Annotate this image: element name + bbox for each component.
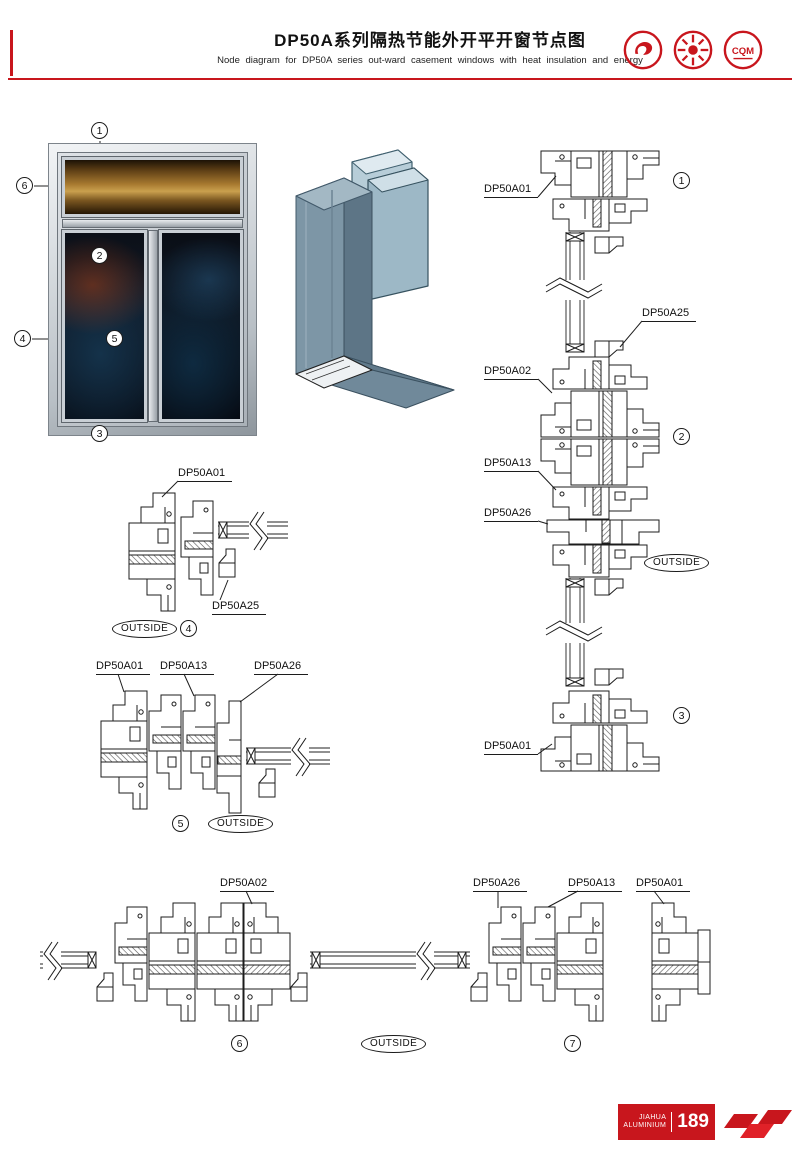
label-bottom-frame: DP50A01 bbox=[484, 740, 538, 755]
photo-callout-1: 1 bbox=[91, 122, 108, 139]
callout-node-5: 5 bbox=[172, 815, 189, 832]
outside-label-hs: OUTSIDE bbox=[361, 1035, 427, 1053]
label-glazing-bead: DP50A25 bbox=[642, 307, 696, 322]
window-rail bbox=[62, 219, 243, 228]
label-d4-frame: DP50A01 bbox=[178, 467, 232, 482]
footer-brand-band: JIAHUA ALUMINIUM 189 bbox=[618, 1104, 715, 1140]
cert-logo-1-icon bbox=[623, 30, 663, 70]
label-d5-frame: DP50A01 bbox=[96, 660, 150, 675]
label-d4-bead: DP50A25 bbox=[212, 600, 266, 615]
footer-brand-line1: JIAHUA bbox=[639, 1114, 667, 1121]
label-adapter: DP50A26 bbox=[484, 507, 538, 522]
footer-divider bbox=[671, 1112, 673, 1132]
label-hs-transom: DP50A02 bbox=[220, 877, 274, 892]
photo-callout-5: 5 bbox=[106, 330, 123, 347]
cert-logo-3-icon: CQM bbox=[723, 30, 763, 70]
vertical-section-drawing bbox=[540, 150, 660, 772]
window-left-sash bbox=[61, 229, 148, 423]
label-transom: DP50A02 bbox=[484, 365, 538, 380]
label-d5-mullion: DP50A13 bbox=[160, 660, 214, 675]
certification-logos: CQM bbox=[622, 29, 764, 71]
callout-node-7: 7 bbox=[564, 1035, 581, 1052]
callout-node-1: 1 bbox=[673, 172, 690, 189]
footer-logo-icon bbox=[724, 1110, 792, 1138]
photo-callout-4: 4 bbox=[14, 330, 31, 347]
photo-callout-2: 2 bbox=[91, 247, 108, 264]
photo-callout-3: 3 bbox=[91, 425, 108, 442]
detail-4-drawing bbox=[128, 492, 288, 612]
footer-brand-line2: ALUMINIUM bbox=[623, 1122, 667, 1129]
label-hs-adapter: DP50A26 bbox=[473, 877, 527, 892]
callout-node-3: 3 bbox=[673, 707, 690, 724]
label-hs-mullion: DP50A13 bbox=[568, 877, 622, 892]
header: DP50A系列隔热节能外开平开窗节点图 Node diagram for DP5… bbox=[150, 26, 710, 66]
label-top-frame: DP50A01 bbox=[484, 183, 538, 198]
outside-label-vertical: OUTSIDE bbox=[644, 554, 710, 572]
callout-node-6: 6 bbox=[231, 1035, 248, 1052]
cert-logo-2-icon bbox=[673, 30, 713, 70]
callout-node-4: 4 bbox=[180, 620, 197, 637]
outside-label-d4: OUTSIDE bbox=[112, 620, 178, 638]
footer-brand: JIAHUA ALUMINIUM bbox=[623, 1114, 666, 1130]
window-frame bbox=[57, 152, 248, 427]
label-d5-adapter: DP50A26 bbox=[254, 660, 308, 675]
window-transom-pane bbox=[61, 156, 244, 218]
page-number: 189 bbox=[677, 1111, 709, 1132]
header-rule bbox=[8, 78, 792, 80]
cert-logo-3-text: CQM bbox=[732, 46, 754, 57]
photo-callout-6: 6 bbox=[16, 177, 33, 194]
page-subtitle: Node diagram for DP50A series out-ward c… bbox=[217, 55, 643, 66]
horizontal-section-drawing bbox=[40, 902, 711, 1022]
page-title: DP50A系列隔热节能外开平开窗节点图 bbox=[274, 31, 586, 50]
window-sashes bbox=[61, 229, 244, 423]
profile-3d-render bbox=[295, 149, 455, 409]
header-accent-bar bbox=[10, 30, 13, 76]
window-right-sash bbox=[157, 229, 244, 423]
label-hs-frame: DP50A01 bbox=[636, 877, 690, 892]
detail-5-drawing bbox=[100, 690, 330, 814]
window-photo bbox=[48, 143, 257, 436]
outside-label-d5: OUTSIDE bbox=[208, 815, 274, 833]
window-mullion bbox=[147, 230, 158, 422]
callout-node-2: 2 bbox=[673, 428, 690, 445]
label-mullion: DP50A13 bbox=[484, 457, 538, 472]
